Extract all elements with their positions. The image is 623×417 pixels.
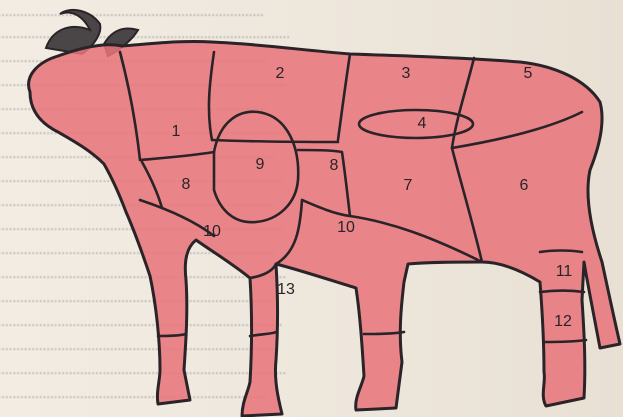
cut-label-11: 11 [556,263,573,280]
cut-line-12 [540,291,584,293]
cut-label-5: 5 [524,65,533,82]
cut-label-4: 4 [418,115,427,132]
cut-label-1: 1 [172,123,181,140]
cut-label-8-front: 8 [182,176,191,193]
cut-label-3: 3 [402,65,411,82]
cut-label-6: 6 [520,177,529,194]
cut-label-2: 2 [276,65,285,82]
cut-label-7: 7 [404,177,413,194]
cut-label-10-front: 10 [203,223,221,240]
cut-label-13: 13 [277,281,295,298]
cut-label-9: 9 [256,156,265,173]
cut-label-8-mid: 8 [330,157,339,174]
cut-label-10-mid: 10 [337,219,355,236]
cut-label-12: 12 [554,313,572,330]
cow-body-outline [29,41,620,416]
